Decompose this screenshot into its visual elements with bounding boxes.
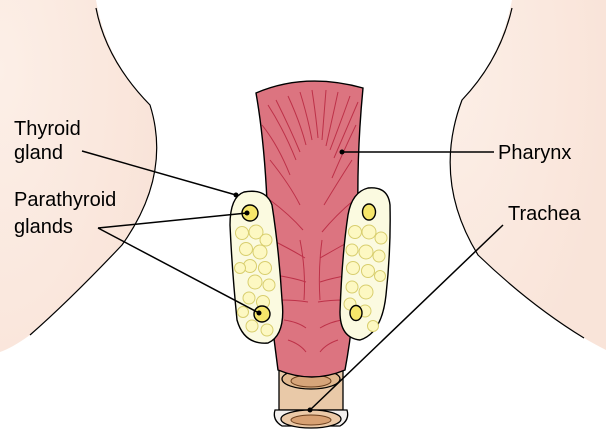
label-thyroid-line1: Thyroid [14, 117, 81, 141]
label-parathyroid-line1: Parathyroid [14, 188, 116, 212]
label-pharynx: Pharynx [498, 141, 571, 165]
right-shoulder [450, 0, 606, 350]
parathyroid-left-lower [254, 306, 270, 322]
parathyroid-right-lower [350, 306, 362, 321]
parathyroid-right-upper [363, 204, 376, 220]
label-trachea: Trachea [508, 202, 581, 226]
label-thyroid-line2: gland [14, 141, 63, 165]
label-parathyroid-line2: glands [14, 215, 73, 239]
left-shoulder [0, 0, 157, 352]
